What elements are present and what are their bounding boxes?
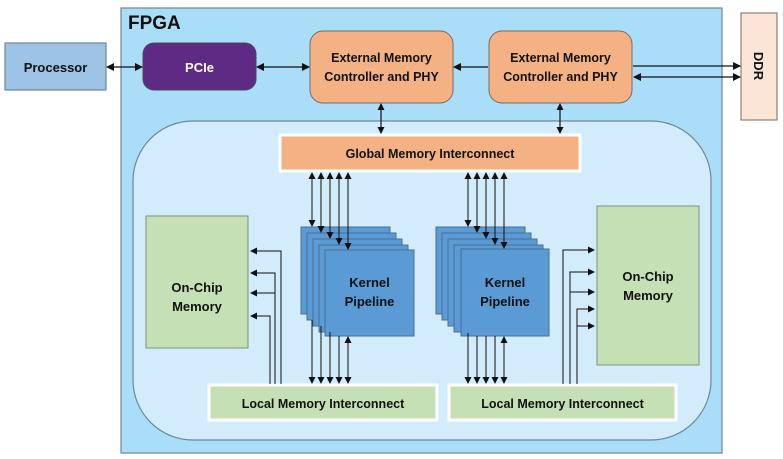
- processor-block: Processor: [4, 42, 107, 91]
- pcie-block: PCIe: [142, 42, 257, 91]
- global-kernel1-bus: [308, 172, 352, 250]
- kernel-region: [132, 120, 712, 441]
- emc2-label-line1: External Memory: [510, 51, 611, 65]
- kernel2-label-line1: Kernel: [485, 275, 525, 290]
- pcie-label: PCIe: [185, 60, 214, 75]
- fpga-label: FPGA: [128, 13, 181, 34]
- kernel2-label-line2: Pipeline: [480, 294, 530, 309]
- local-memory-interconnect-2: Local Memory Interconnect: [447, 383, 678, 422]
- on-chip-memory-2: On-Chip Memory: [596, 205, 700, 366]
- kernel2-local-bus: [464, 333, 508, 384]
- kernel1-label-line2: Pipeline: [345, 294, 395, 309]
- local2-label: Local Memory Interconnect: [481, 397, 644, 411]
- emc2-label-line2: Controller and PHY: [503, 70, 618, 84]
- local2-onchip2-links: [562, 246, 595, 384]
- global-memory-interconnect: Global Memory Interconnect: [278, 133, 582, 173]
- global-kernel2-bus: [464, 172, 508, 249]
- ddr-label: DDR: [751, 52, 766, 81]
- onchip1-label-line2: Memory: [172, 299, 223, 314]
- emc1-label-line2: Controller and PHY: [324, 70, 439, 84]
- external-memory-controller-1: External Memory Controller and PHY: [309, 30, 454, 104]
- onchip2-label-line1: On-Chip: [622, 269, 673, 284]
- global-interconnect-label: Global Memory Interconnect: [346, 147, 516, 161]
- kernel-pipeline-2: Kernel Pipeline: [435, 226, 550, 337]
- local1-label: Local Memory Interconnect: [242, 397, 405, 411]
- emc1-label-line1: External Memory: [331, 51, 432, 65]
- external-memory-controller-2: External Memory Controller and PHY: [488, 30, 633, 104]
- local1-onchip1-links: [250, 247, 282, 384]
- kernel1-local-bus: [308, 320, 352, 384]
- onchip1-label-line1: On-Chip: [171, 280, 222, 295]
- kernel-pipeline-1: Kernel Pipeline: [300, 226, 415, 337]
- local-memory-interconnect-1: Local Memory Interconnect: [207, 383, 439, 422]
- onchip2-label-line2: Memory: [623, 288, 674, 303]
- kernel1-label-line1: Kernel: [349, 275, 389, 290]
- processor-label: Processor: [24, 60, 88, 75]
- on-chip-memory-1: On-Chip Memory: [145, 215, 249, 349]
- ddr-block: DDR: [740, 12, 778, 121]
